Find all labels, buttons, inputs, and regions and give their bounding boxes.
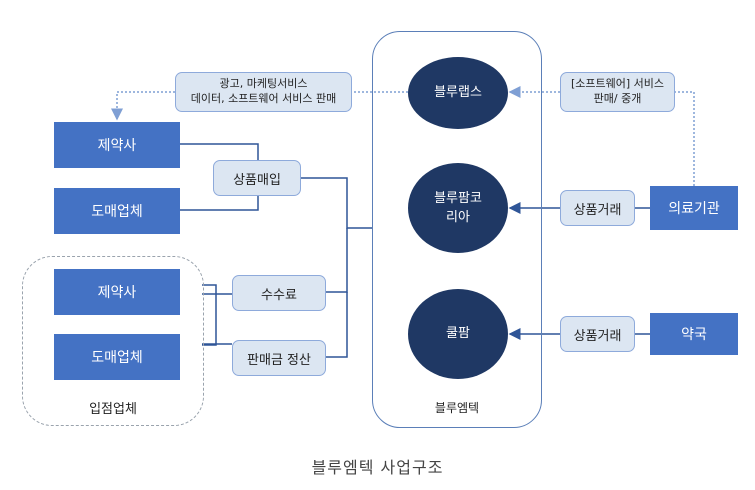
- bluemtech-label: 블루엠텍: [434, 401, 480, 415]
- software-flow-line: [675, 91, 695, 186]
- wholesaler-box-bottom: 도매업체: [54, 334, 180, 380]
- pharma-box-bottom: 제약사: [54, 269, 180, 315]
- coolpharm-node: 쿨팜: [408, 289, 508, 379]
- commission-label: 수수료: [232, 275, 326, 311]
- group-bracket: [202, 284, 217, 346]
- bluepharm-korea-node: 블루팜코 리아: [408, 163, 508, 253]
- pharma-box-top: 제약사: [54, 122, 180, 168]
- settlement-line: [202, 292, 348, 358]
- bluemtech-container: [372, 31, 542, 428]
- purchase-label: 상품매입: [213, 160, 301, 196]
- ads-label: 광고, 마케팅서비스 데이터, 소프트웨어 서비스 판매: [175, 72, 352, 112]
- trade-pharmacy-label: 상품거래: [560, 316, 635, 352]
- wholesaler-box-top: 도매업체: [54, 188, 180, 234]
- trade-medical-label: 상품거래: [560, 190, 635, 226]
- medical-institution-box: 의료기관: [650, 186, 738, 230]
- purchase-bracket: [180, 143, 372, 229]
- figure-caption: 블루엠텍 사업구조: [311, 458, 444, 477]
- pharmacy-box: 약국: [650, 313, 738, 355]
- bluelabs-node: 블루랩스: [408, 57, 508, 129]
- tenant-group: [22, 256, 204, 426]
- settlement-label: 판매금 정산: [232, 340, 326, 376]
- tenant-group-label: 입점업체: [89, 402, 137, 417]
- ads-flow-line-left: [111, 91, 175, 121]
- software-label: [소프트웨어] 서비스 판매/ 중개: [560, 72, 675, 112]
